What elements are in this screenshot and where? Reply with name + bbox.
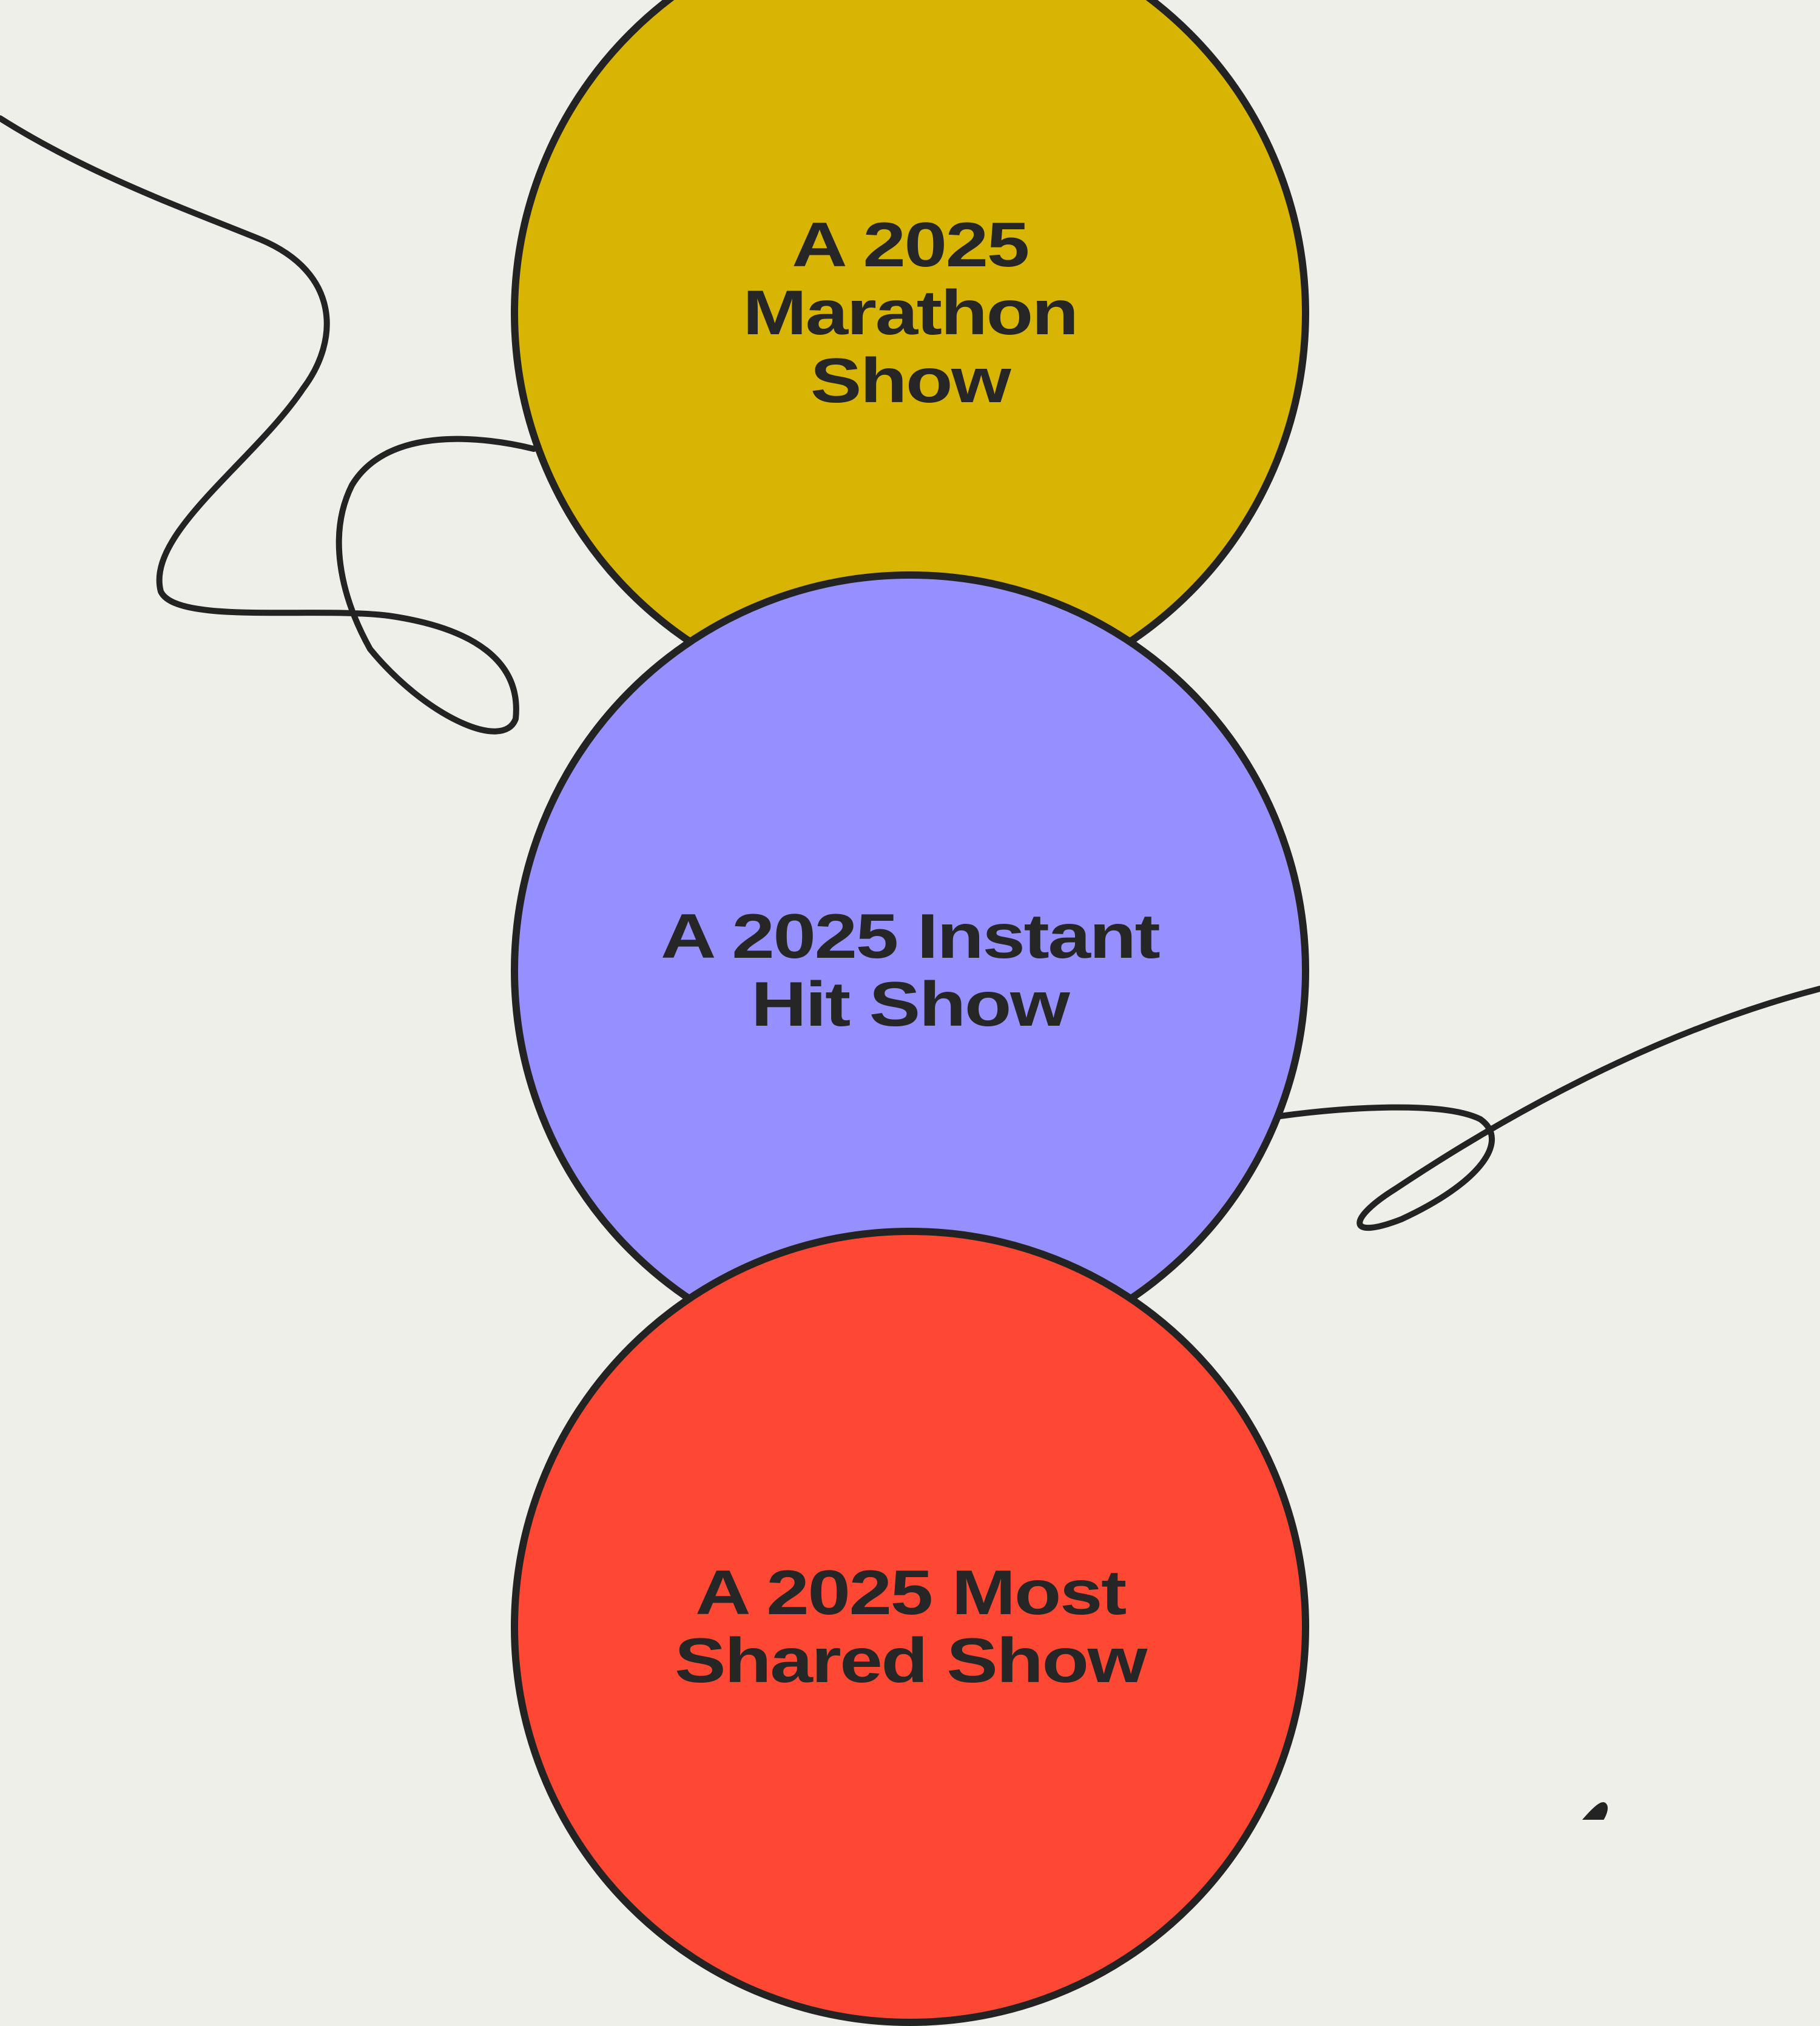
instant-hit-show-label: A 2025 Instant Hit Show xyxy=(661,901,1161,1040)
badge-line: A 2025 Most xyxy=(695,1558,1127,1628)
marathon-show-label: A 2025 Marathon Show xyxy=(743,210,1079,416)
badge-line: A 2025 Instant xyxy=(661,901,1161,972)
badge-line: A 2025 xyxy=(792,210,1030,280)
right-squiggle-line xyxy=(1277,986,1820,1231)
badge-line: Marathon xyxy=(743,278,1079,348)
left-squiggle-line xyxy=(0,115,537,735)
most-shared-show-label: A 2025 Most Shared Show xyxy=(674,1558,1147,1696)
most-shared-show-badge: A 2025 Most Shared Show xyxy=(511,1228,1309,2026)
badge-line: Show xyxy=(810,346,1011,416)
bottom-right-stroke-tip xyxy=(1582,1802,1608,1820)
badge-line: Hit Show xyxy=(751,969,1070,1040)
badge-line: Shared Show xyxy=(674,1626,1147,1696)
